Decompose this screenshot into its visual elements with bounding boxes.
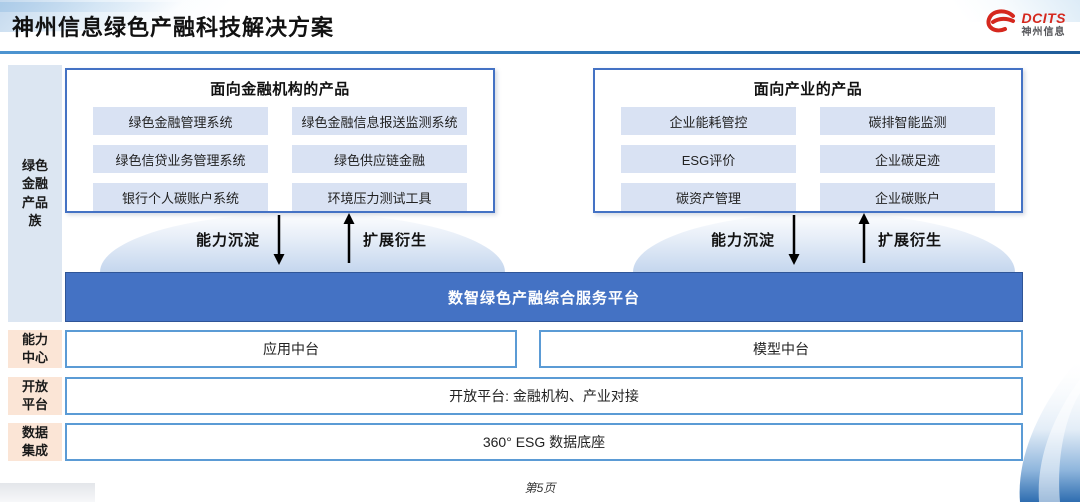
rail-open-platform: 开放平台: [8, 377, 62, 415]
institution-products-box: 面向金融机构的产品 绿色金融管理系统 绿色金融信息报送监测系统 绿色信贷业务管理…: [65, 68, 495, 213]
dome-decoration: [633, 213, 1015, 272]
dome-decoration: [100, 213, 505, 272]
rail-data-integration: 数据集成: [8, 423, 62, 461]
dcits-logo: DCITS 神州信息: [982, 8, 1067, 41]
flow-up-label: 扩展衍生: [363, 232, 428, 249]
industry-products-box: 面向产业的产品 企业能耗管控 碳排智能监测 ESG评价 企业碳足迹 碳资产管理 …: [593, 68, 1023, 213]
institution-products-title: 面向金融机构的产品: [210, 81, 350, 98]
rail-capability-center: 能力中心: [8, 330, 62, 368]
app-middleware-label: 应用中台: [263, 341, 319, 357]
product-item: 企业碳足迹: [820, 145, 995, 173]
platform-bar: 数智绿色产融综合服务平台: [65, 272, 1023, 322]
product-item: 绿色金融信息报送监测系统: [292, 107, 467, 135]
flow-up-label: 扩展衍生: [878, 232, 943, 249]
model-middleware-label: 模型中台: [753, 341, 809, 357]
product-item: ESG评价: [621, 145, 796, 173]
down-arrow-icon: [786, 213, 802, 265]
open-platform-text: 开放平台: 金融机构、产业对接: [449, 388, 639, 404]
product-item: 绿色信贷业务管理系统: [93, 145, 268, 173]
page-title: 神州信息绿色产融科技解决方案: [12, 15, 335, 40]
industry-products-title: 面向产业的产品: [753, 81, 863, 98]
esg-data-base-cell: 360° ESG 数据底座: [65, 423, 1023, 461]
product-item: 碳资产管理: [621, 183, 796, 211]
rail-product-family-label: 绿色金融产品族: [21, 158, 48, 228]
up-arrow-icon: [341, 213, 357, 265]
header-divider-line: [0, 51, 1080, 54]
product-item: 企业碳账户: [820, 183, 995, 211]
product-item: 企业能耗管控: [621, 107, 796, 135]
rail-product-family: 绿色金融产品族: [8, 65, 62, 322]
flow-down-label: 能力沉淀: [196, 232, 261, 249]
product-item: 环境压力测试工具: [292, 183, 467, 211]
platform-bar-title: 数智绿色产融综合服务平台: [447, 289, 640, 307]
model-middleware-cell: 模型中台: [539, 330, 1023, 368]
page-number: 第5页: [524, 481, 556, 495]
open-platform-cell: 开放平台: 金融机构、产业对接: [65, 377, 1023, 415]
rail-data-integration-label: 数据集成: [21, 424, 48, 458]
app-middleware-cell: 应用中台: [65, 330, 517, 368]
product-item: 银行个人碳账户系统: [93, 183, 268, 211]
up-arrow-icon: [856, 213, 872, 265]
esg-data-base-text: 360° ESG 数据底座: [482, 434, 606, 450]
corner-gray-decoration: [0, 483, 95, 502]
dcits-swoosh-icon: [982, 8, 1018, 41]
product-item: 绿色供应链金融: [292, 145, 467, 173]
product-item: 绿色金融管理系统: [93, 107, 268, 135]
institution-products-grid: 绿色金融管理系统 绿色金融信息报送监测系统 绿色信贷业务管理系统 绿色供应链金融…: [67, 107, 493, 211]
flow-down-label: 能力沉淀: [711, 232, 776, 249]
corner-swoosh-decoration: [1000, 357, 1080, 502]
logo-brand-text: DCITS: [1021, 10, 1066, 27]
down-arrow-icon: [271, 213, 287, 265]
rail-open-platform-label: 开放平台: [21, 378, 48, 412]
product-item: 碳排智能监测: [820, 107, 995, 135]
logo-company-text: 神州信息: [1021, 26, 1066, 38]
industry-products-grid: 企业能耗管控 碳排智能监测 ESG评价 企业碳足迹 碳资产管理 企业碳账户: [595, 107, 1021, 211]
rail-capability-center-label: 能力中心: [21, 331, 48, 365]
